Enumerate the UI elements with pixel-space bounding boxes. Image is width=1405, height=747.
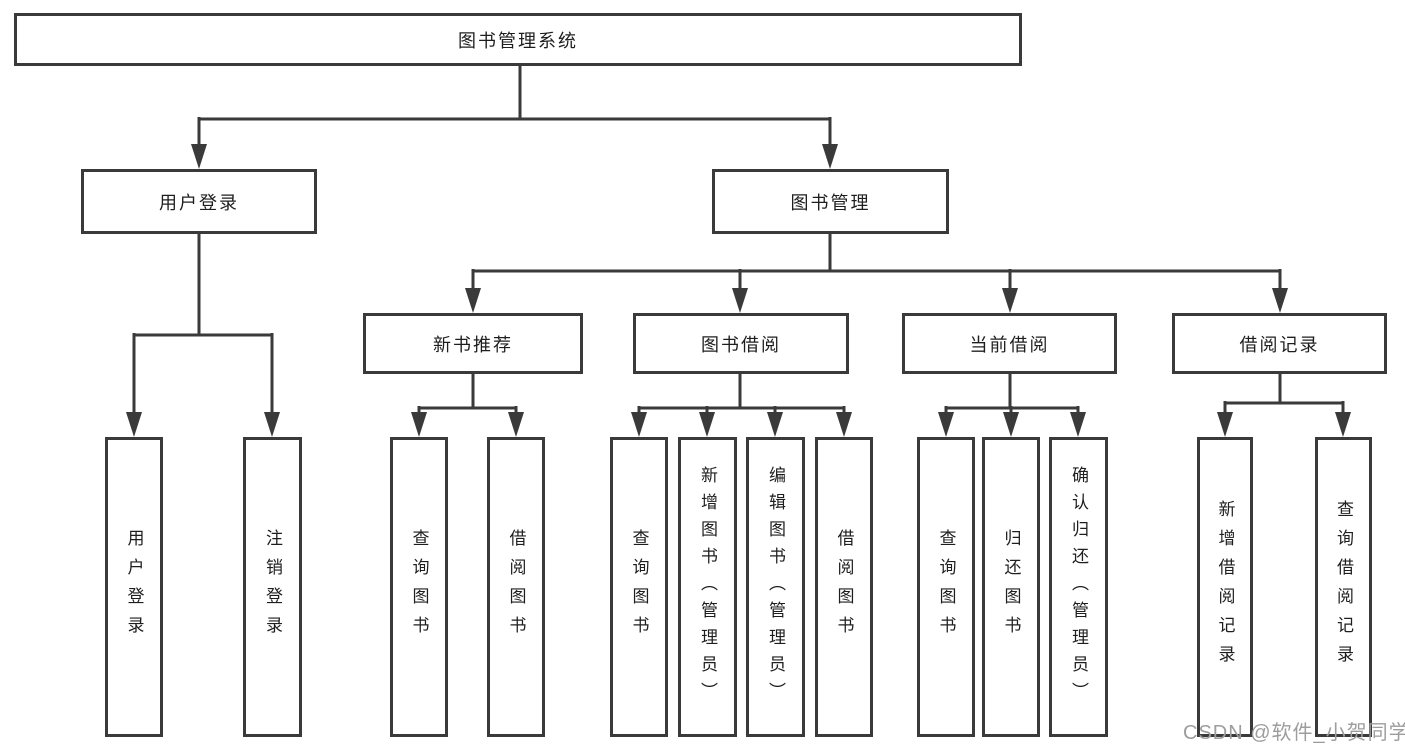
leaf-bb-edit-books-admin-label: 编辑图书（管理员） (766, 465, 785, 709)
leaf-logout-label: 注销登录 (263, 529, 282, 645)
leaf-bb-edit-books-admin: 编辑图书（管理员） (746, 437, 805, 737)
leaf-cb-confirm-return-admin-label: 确认归还（管理员） (1069, 465, 1088, 709)
leaf-br-query-record-label: 查询借阅记录 (1334, 500, 1353, 674)
leaf-cb-query-books-label: 查询图书 (936, 529, 956, 645)
leaf-bb-borrow-books-label: 借阅图书 (834, 529, 854, 645)
leaf-user-login-label: 用户登录 (124, 529, 144, 645)
leaf-cb-confirm-return-admin: 确认归还（管理员） (1049, 437, 1108, 737)
leaf-nbr-query-books: 查询图书 (390, 437, 448, 737)
leaf-cb-return-books-label: 归还图书 (1001, 529, 1021, 645)
leaf-logout: 注销登录 (243, 437, 302, 737)
leaf-cb-query-books: 查询图书 (917, 437, 975, 737)
leaf-user-login: 用户登录 (105, 437, 163, 737)
leaf-bb-add-books-admin: 新增图书（管理员） (678, 437, 737, 737)
node-borrowing-records: 借阅记录 (1172, 313, 1387, 374)
node-current-borrowing-label: 当前借阅 (969, 334, 1050, 355)
leaf-br-query-record: 查询借阅记录 (1315, 437, 1372, 737)
leaf-nbr-borrow-books: 借阅图书 (487, 437, 545, 737)
leaf-bb-query-books: 查询图书 (610, 437, 668, 737)
leaf-br-add-record: 新增借阅记录 (1197, 437, 1253, 737)
arrowhead-icon (126, 144, 1351, 437)
node-root-label: 图书管理系统 (458, 30, 578, 51)
node-book-borrowing-label: 图书借阅 (701, 334, 781, 355)
leaf-nbr-borrow-books-label: 借阅图书 (506, 529, 526, 645)
node-root-system: 图书管理系统 (14, 13, 1022, 66)
csdn-watermark: CSDN @软件_小贺同学 (1183, 722, 1405, 744)
node-user-login: 用户登录 (81, 169, 317, 234)
node-book-management-label: 图书管理 (790, 192, 871, 213)
node-new-book-recommend-label: 新书推荐 (433, 334, 513, 355)
leaf-nbr-query-books-label: 查询图书 (409, 529, 429, 645)
node-book-management: 图书管理 (712, 169, 949, 234)
leaf-cb-return-books: 归还图书 (982, 437, 1040, 737)
node-new-book-recommend: 新书推荐 (363, 313, 583, 374)
node-book-borrowing: 图书借阅 (633, 313, 849, 374)
node-current-borrowing: 当前借阅 (902, 313, 1117, 374)
node-borrowing-records-label: 借阅记录 (1239, 334, 1320, 355)
leaf-br-add-record-label: 新增借阅记录 (1215, 500, 1235, 674)
node-user-login-label: 用户登录 (159, 192, 239, 213)
leaf-bb-query-books-label: 查询图书 (629, 529, 649, 645)
leaf-bb-borrow-books: 借阅图书 (815, 437, 873, 737)
leaf-bb-add-books-admin-label: 新增图书（管理员） (698, 465, 717, 709)
